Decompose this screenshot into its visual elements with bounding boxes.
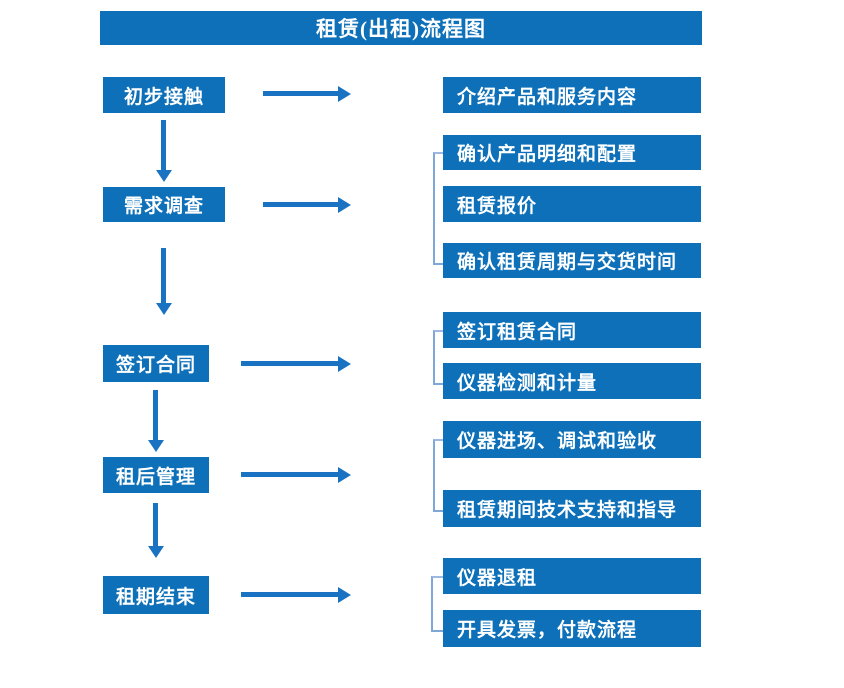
- stage-box-sign-contract: 签订合同: [103, 345, 209, 382]
- detail-box-instrument-return: 仪器退租: [443, 558, 701, 594]
- stage-box-post-rental-management: 租后管理: [103, 457, 209, 493]
- stage-box-rental-end: 租期结束: [103, 576, 209, 614]
- flowchart-title: 租赁(出租)流程图: [100, 11, 702, 45]
- detail-box-confirm-period-delivery: 确认租赁周期与交货时间: [443, 243, 701, 278]
- arrow-down-connector-2: [161, 248, 166, 303]
- bracket-connector-sign-contract: [433, 330, 446, 385]
- detail-box-tech-support: 租赁期间技术支持和指导: [443, 490, 701, 527]
- arrow-right-connector-5: [241, 592, 338, 597]
- arrow-down-connector-1: [161, 120, 166, 170]
- bracket-connector-rental-end: [431, 576, 444, 632]
- detail-box-instrument-inspection: 仪器检测和计量: [443, 363, 701, 399]
- detail-box-invoice-payment: 开具发票，付款流程: [443, 610, 701, 647]
- bracket-connector-demand-survey: [433, 152, 446, 265]
- stage-box-demand-survey: 需求调查: [103, 187, 225, 222]
- arrow-right-connector-4: [241, 472, 338, 477]
- detail-box-rental-quote: 租赁报价: [443, 186, 701, 222]
- stage-box-initial-contact: 初步接触: [103, 77, 225, 113]
- detail-box-instrument-setup-acceptance: 仪器进场、调试和验收: [443, 421, 701, 458]
- arrow-right-connector-2: [263, 202, 338, 207]
- arrow-right-connector-3: [241, 361, 338, 366]
- arrow-down-connector-4: [153, 503, 158, 546]
- detail-box-sign-rental-contract: 签订租赁合同: [443, 312, 701, 348]
- bracket-connector-post-rental: [433, 439, 446, 512]
- detail-box-confirm-product-config: 确认产品明细和配置: [443, 135, 701, 170]
- arrow-right-connector-1: [263, 91, 338, 96]
- detail-box-intro-products: 介绍产品和服务内容: [443, 77, 701, 113]
- arrow-down-connector-3: [153, 390, 158, 440]
